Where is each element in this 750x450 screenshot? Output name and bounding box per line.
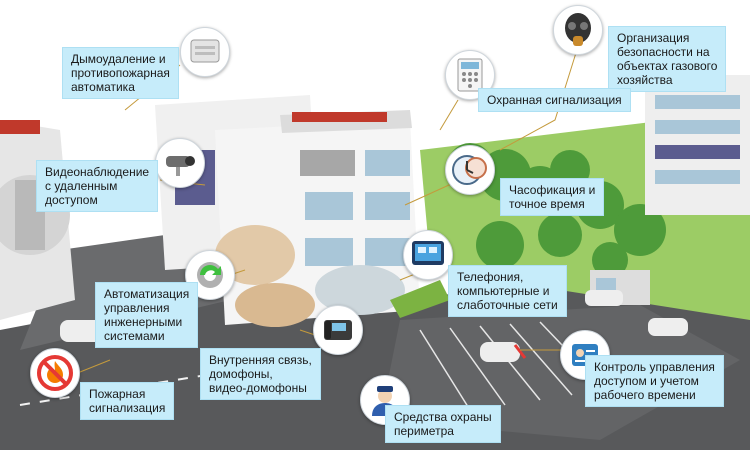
label-intercom: Внутренняя связь, домофоны, видео-домофо… <box>200 348 321 400</box>
label-fire-alarm: Пожарная сигнализация <box>80 382 175 420</box>
label-automation: Автоматизация управления инженерными сис… <box>95 282 199 348</box>
ip-phone-icon <box>313 305 363 355</box>
cctv-camera-icon <box>155 138 205 188</box>
label-security-alarm: Охранная сигнализация <box>478 88 631 112</box>
label-time-sync: Часофикация и точное время <box>500 178 605 216</box>
label-perimeter-security: Средства охраны периметра <box>385 405 501 443</box>
label-telephony: Телефония, компьютерные и слаботочные се… <box>448 265 567 317</box>
main-building <box>155 95 450 327</box>
alarm-keypad-icon <box>445 50 495 100</box>
label-gas-safety: Организация безопасности на объектах газ… <box>608 26 727 92</box>
clock-icon <box>445 145 495 195</box>
label-smoke-removal: Дымоудаление и противопожарная автоматик… <box>62 47 179 99</box>
label-video-surveillance: Видеонаблюдение с удаленным доступом <box>36 160 159 212</box>
touch-panel-icon <box>403 230 453 280</box>
cars <box>60 290 688 362</box>
left-building <box>0 120 75 320</box>
smoke-detector-icon <box>180 27 230 77</box>
gas-mask-icon <box>553 5 603 55</box>
fire-prohibition-icon <box>30 348 80 398</box>
barrier <box>513 344 527 359</box>
label-access-control: Контроль управления доступом и учетом ра… <box>585 355 724 407</box>
right-tower <box>645 75 750 215</box>
